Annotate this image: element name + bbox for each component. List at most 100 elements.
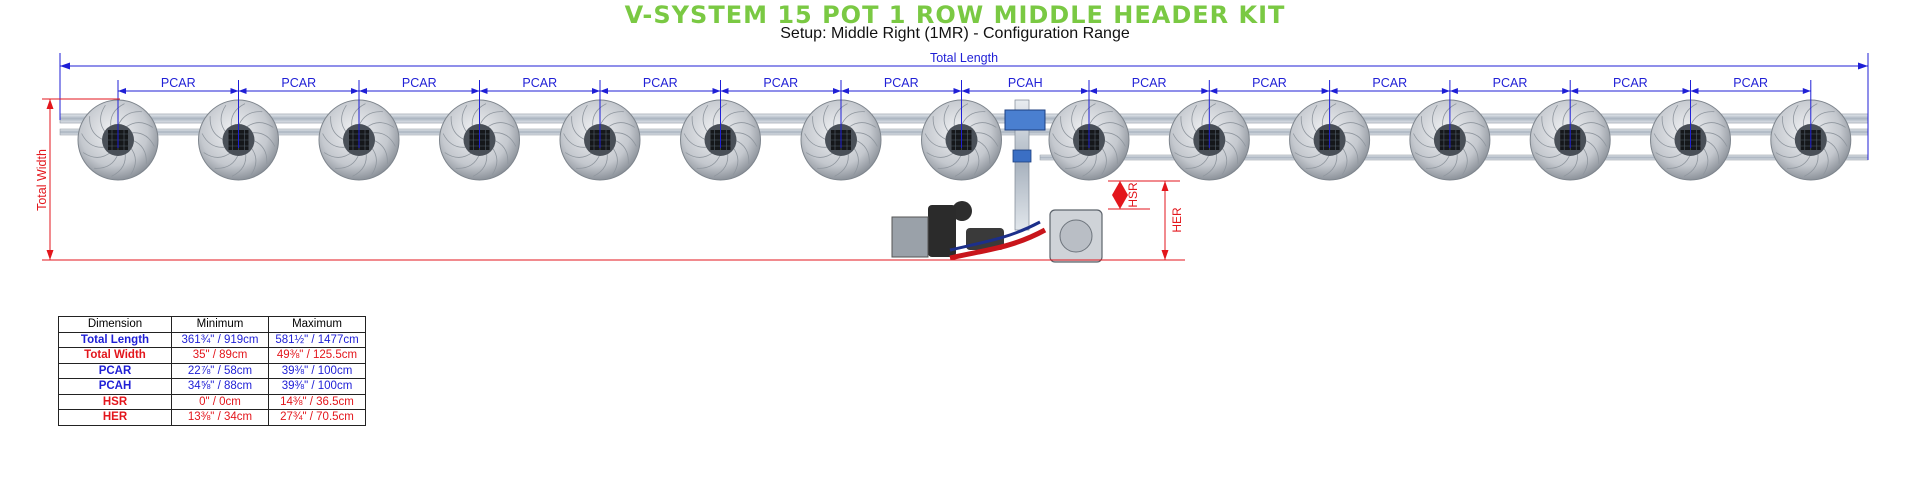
pot-rib [1786, 153, 1812, 169]
spacing-arrow-left [479, 88, 488, 94]
pot-rib [685, 151, 714, 158]
pot-rib [100, 104, 107, 134]
pot-rib [461, 104, 468, 134]
pot-rib [1081, 103, 1096, 128]
pot-rib [683, 133, 709, 148]
pot-rib [943, 104, 950, 134]
total-width-label: Total Width [35, 149, 49, 211]
pot-rib [1541, 116, 1557, 141]
total-width-arrow-top [46, 99, 54, 109]
pot-rib [1582, 132, 1607, 147]
pot-rib [209, 116, 225, 141]
pot-rib [330, 116, 346, 141]
pot-rib [1569, 111, 1595, 127]
pot-rib [1174, 151, 1203, 158]
pot-rib [1824, 139, 1840, 164]
pot-rib [926, 151, 955, 158]
spacing-arrow-right [1321, 88, 1330, 94]
pot-spacing-dimension: PCAR [118, 76, 239, 94]
pot-rib [1060, 116, 1076, 141]
pot-rib [250, 132, 276, 147]
pot-rib [817, 153, 842, 169]
pot-rib [582, 104, 589, 134]
pot-rib [1100, 146, 1107, 176]
pot-rib [713, 152, 729, 177]
column-header-minimum: Minimum [171, 316, 269, 333]
pot-rib [1562, 103, 1577, 128]
pot-rib [351, 103, 366, 128]
pot-rib [455, 153, 480, 169]
pot-rib [1655, 151, 1684, 158]
pot-rib [1329, 111, 1354, 127]
pot [1048, 80, 1130, 181]
table-row: PCAH 34⅝" / 88cm 39⅜" / 100cm [58, 378, 366, 395]
pot-rib [1221, 146, 1228, 176]
pot-rib [1584, 139, 1599, 164]
pot [318, 80, 400, 181]
pot-rib [834, 152, 849, 177]
pot-rib [732, 146, 739, 176]
pot-spacing-dimension: PCAH [961, 76, 1089, 94]
pcar-label: PCAR [1252, 76, 1287, 90]
pot-rib [214, 153, 239, 169]
total-length-arrow-left [60, 62, 70, 70]
spacing-arrow-left [1690, 88, 1699, 94]
pot-rib [1682, 103, 1698, 128]
pot-rib [370, 146, 377, 176]
pot-rib [131, 139, 147, 164]
pot-rib [1216, 122, 1245, 129]
page-title: V-SYSTEM 15 POT 1 ROW MIDDLE HEADER KIT [624, 1, 1286, 29]
spacing-arrow-left [1089, 88, 1097, 94]
pot-rib [1300, 116, 1316, 141]
pot-rib [702, 104, 709, 134]
pot-rib [220, 104, 227, 134]
spacing-arrow-left [1329, 88, 1338, 94]
pot-rib [852, 146, 859, 176]
pot-rib [365, 122, 395, 129]
pot-rib [1088, 111, 1113, 127]
pot-rib [1804, 152, 1819, 177]
pot-rib [847, 122, 877, 129]
pot-rib [1683, 152, 1699, 177]
pot-rib [571, 116, 587, 141]
pot-rib [486, 122, 515, 129]
pot-rib [238, 111, 263, 127]
pot-rib [564, 151, 594, 158]
column-header-maximum: Maximum [268, 316, 366, 333]
pot-rib [491, 146, 498, 176]
pot-rib [823, 104, 830, 134]
pcar-label: PCAR [884, 76, 919, 90]
spacing-arrow-right [1682, 88, 1691, 94]
page-subtitle: Setup: Middle Right (1MR) - Configuratio… [780, 25, 1130, 42]
pot-rib [358, 111, 383, 127]
spacing-arrow-left [359, 88, 367, 94]
dimension-name: PCAH [58, 378, 172, 395]
header-valve [1012, 149, 1032, 163]
pot-rib [611, 146, 618, 176]
pot-rib [954, 152, 970, 177]
dimension-max: 14⅜" / 36.5cm [268, 393, 366, 410]
column-header-dimension: Dimension [58, 316, 172, 333]
pot-spacing-dimension: PCAR [1690, 76, 1811, 94]
pot-rib [932, 116, 948, 141]
pot [559, 80, 641, 181]
pot-spacing-dimension: PCAR [1570, 76, 1691, 94]
pcah-label: PCAH [1008, 76, 1043, 90]
pot-spacing-dimension: PCAR [359, 76, 480, 94]
pot [439, 80, 520, 181]
pump-control-box [891, 216, 929, 258]
pot-rib [1052, 133, 1077, 148]
pot-rib [81, 133, 106, 148]
spacing-arrow-right [953, 88, 962, 94]
dimension-min: 35" / 89cm [171, 347, 269, 364]
pot-rib [734, 139, 750, 164]
spacing-arrow-right [712, 88, 721, 94]
pot-rib [1533, 133, 1559, 148]
pot-rib [1071, 104, 1078, 134]
pot-spacing-dimension: PCAR [1209, 76, 1330, 94]
header-assembly [891, 99, 1103, 263]
pot-rib [1185, 153, 1210, 169]
dimension-table: Dimension Minimum Maximum Total Length 3… [58, 316, 366, 426]
spacing-arrow-right [592, 88, 600, 94]
